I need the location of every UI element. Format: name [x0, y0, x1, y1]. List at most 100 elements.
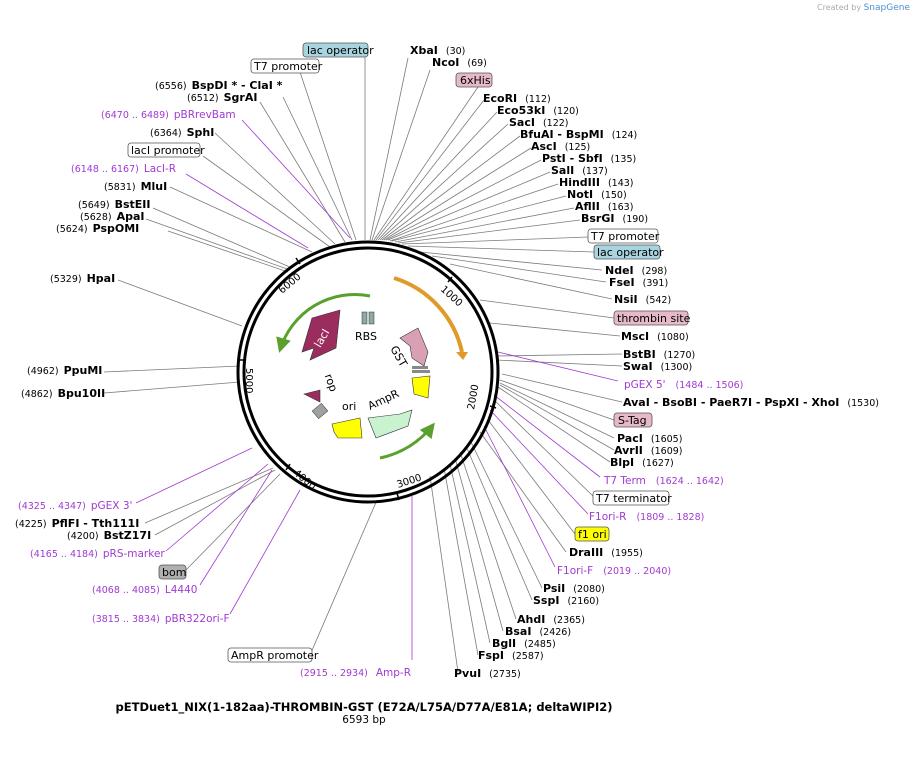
map-label: Eco53kI(120) [497, 104, 579, 117]
map-label: SspI(2160) [533, 594, 599, 607]
map-label: (4225)PflFI - Tth111I [15, 517, 139, 530]
position-label: (137) [582, 166, 608, 177]
map-label: (4862) Bpu10II [21, 387, 105, 400]
position-label: (1809 .. 1828) [636, 512, 704, 523]
right-primers: pGEX 5'(1484 .. 1506) T7 Term(1624 .. 16… [300, 379, 743, 679]
map-label: NdeI(298) [605, 264, 667, 277]
position-label: (1624 .. 1642) [656, 476, 724, 487]
name-label: BfuAI - BspMI [520, 128, 604, 141]
map-label: (6148 .. 6167)LacI-R [71, 163, 176, 175]
feature-s-tag: S-Tag [618, 414, 647, 427]
ori-label: ori [342, 400, 356, 413]
position-label: (5624) [56, 224, 88, 235]
map-label: PvuI(2735) [454, 667, 521, 680]
position-label: (69) [467, 58, 487, 69]
map-label: (6556)BspDI * - ClaI * [155, 79, 283, 92]
feature-lac-operator-right: lac operator [597, 246, 664, 259]
tick-2000: 2000 [466, 384, 481, 411]
name-label: FseI [609, 276, 635, 289]
gst-label: GST [387, 344, 410, 370]
position-label: (2426) [539, 627, 571, 638]
green-arc-bottom [379, 422, 435, 460]
map-label: MscI(1080) [621, 330, 689, 343]
position-label: (4325 .. 4347) [18, 501, 86, 512]
name-label: PsiI [543, 582, 565, 595]
map-label: (6512) SgrAI [187, 91, 257, 104]
position-label: (124) [612, 130, 638, 141]
position-label: (4068 .. 4085) [92, 585, 160, 596]
position-label: (542) [646, 295, 672, 306]
plasmid-title: pETDuet1_NIX(1-182aa)-THROMBIN-GST (E72A… [116, 700, 613, 715]
name-label: T7 Term [603, 475, 646, 487]
feature-6xhis: 6xHis [460, 74, 491, 87]
name-label: AvrII [614, 444, 643, 457]
name-label: NdeI [605, 264, 634, 277]
map-label: XbaI(30) [410, 44, 465, 57]
map-label: (3815 .. 3834)pBR322ori-F [92, 613, 230, 625]
name-label: F1ori-R [589, 511, 626, 523]
rop-arrow [303, 389, 321, 403]
map-label: (5329)HpaI [50, 272, 115, 285]
name-label: MluI [141, 180, 168, 193]
rbs-label: RBS [355, 330, 377, 343]
name-label: BlpI [610, 456, 634, 469]
orange-arc [393, 276, 464, 353]
position-label: (1627) [642, 458, 674, 469]
primer-leaders [135, 119, 619, 660]
position-label: (1955) [611, 548, 643, 559]
name-label: SgrAI [224, 91, 258, 104]
plasmid-length: 6593 bp [342, 714, 386, 726]
map-label: (2915 .. 2934)Amp-R [300, 667, 411, 679]
name-label: PstI - SbfI [542, 152, 603, 165]
feature-laci-promoter: lacI promoter [131, 144, 205, 157]
position-label: (3815 .. 3834) [92, 614, 160, 625]
position-label: (1300) [661, 362, 693, 373]
position-label: (6148 .. 6167) [71, 164, 139, 175]
name-label: PpuMI [64, 364, 103, 377]
map-label: BglI(2485) [492, 637, 556, 650]
name-label: Bpu10II [58, 387, 106, 400]
position-label: (2587) [512, 651, 544, 662]
name-label: SalI [551, 164, 574, 177]
map-label: (4165 .. 4184)pRS-marker [30, 548, 165, 560]
position-label: (143) [608, 178, 634, 189]
map-label: NsiI (542) [614, 293, 671, 306]
position-label: (2735) [489, 669, 521, 680]
name-label: NotI [567, 188, 593, 201]
left-feature-boxes: lac operator T7 promoter lacI promoter b… [127, 42, 374, 663]
map-label: (4325 .. 4347) pGEX 3' [18, 500, 132, 512]
map-label: HindIII(143) [559, 176, 634, 189]
map-label: AhdI(2365) [517, 613, 585, 626]
backbone: 1000 2000 3000 4000 5000 6000 [236, 240, 500, 504]
position-label: (6512) [187, 93, 219, 104]
feature-lac-operator-left: lac operator [307, 44, 374, 57]
map-label: (5649)BstEII [78, 198, 150, 211]
feature-ampr-promoter: AmpR promoter [231, 649, 319, 662]
map-label: (5628)ApaI [80, 210, 145, 223]
name-label: NsiI [614, 293, 638, 306]
position-label: (2485) [524, 639, 556, 650]
name-label: DraIII [569, 546, 603, 559]
position-label: (150) [601, 190, 627, 201]
feature-t7-promoter-right: T7 promoter [590, 230, 660, 243]
name-label: F1ori-F [557, 565, 593, 577]
position-label: (1605) [651, 434, 683, 445]
map-label: (4068 .. 4085)L4440 [92, 584, 197, 596]
name-label: AvaI - BsoBI - PaeR7I - PspXI - XhoI [623, 396, 839, 409]
position-label: (1080) [657, 332, 689, 343]
name-label: SspI [533, 594, 559, 607]
name-label: PspOMI [93, 222, 140, 235]
position-label: (5628) [80, 212, 112, 223]
map-label: SacI(122) [509, 116, 569, 129]
position-label: (391) [643, 278, 669, 289]
map-label: F1ori-R (1809 .. 1828) [589, 511, 704, 523]
name-label: pGEX 3' [91, 500, 133, 512]
name-label: BstZ17I [104, 529, 152, 542]
name-label: AflII [575, 200, 600, 213]
map-label: (5624) PspOMI [56, 222, 139, 235]
position-label: (135) [611, 154, 637, 165]
name-label: BstBI [623, 348, 656, 361]
position-label: (4862) [21, 389, 53, 400]
name-label: BsaI [505, 625, 531, 638]
map-label: (4962)PpuMI [27, 364, 102, 377]
